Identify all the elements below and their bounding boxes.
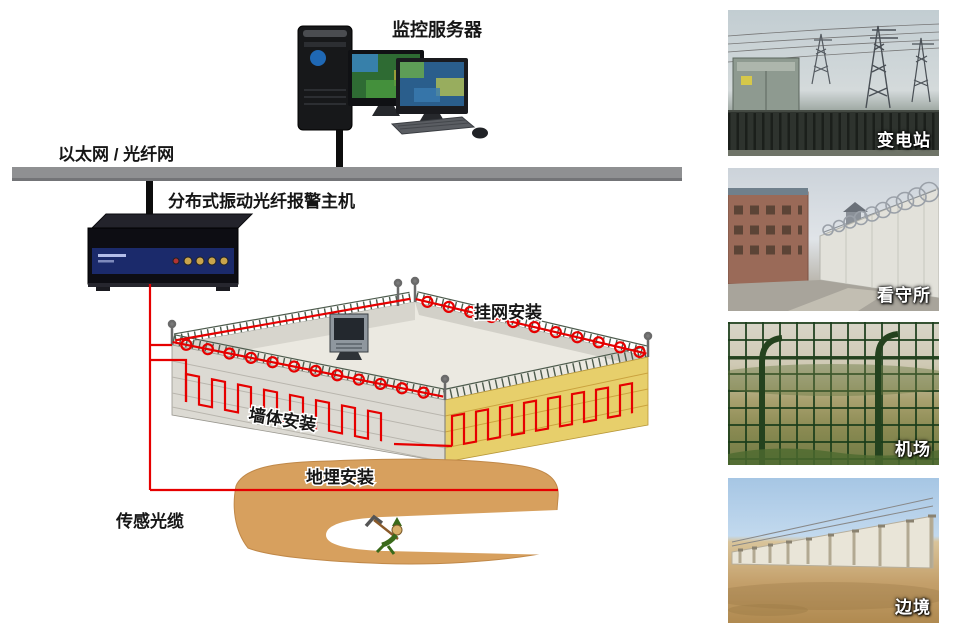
alarm-host-device [87, 213, 254, 291]
buried-install-label: 地埋安装 [306, 467, 374, 487]
host-label: 分布式振动光纤报警主机 [168, 191, 355, 211]
perimeter-wall-graphic [167, 276, 653, 463]
transformer-cabinet [732, 57, 800, 121]
keyboard-icon [390, 116, 476, 135]
application-photo-substation: 变电站 [728, 10, 939, 156]
cable-mesh-left-coils [172, 338, 444, 399]
cable-mesh-right-coils [415, 295, 647, 359]
substation-photo-graphic [728, 23, 939, 156]
fence-wires [731, 497, 934, 547]
transmission-tower-icon [911, 37, 934, 103]
mesh-install-label: 挂网安装 [474, 302, 542, 322]
server-to-bus-link [336, 130, 343, 168]
monitoring-server-graphic [297, 25, 488, 139]
substation-fence [728, 110, 939, 156]
tree-line [728, 364, 939, 396]
fence-posts [167, 276, 653, 400]
photo-label-detention-center: 看守所 [877, 286, 931, 305]
cable-back-left-run [175, 297, 411, 342]
bus-to-host-link [146, 181, 153, 215]
ground-cutaway-graphic [233, 458, 559, 565]
mouse-icon [472, 127, 488, 139]
photo-label-airport: 机场 [895, 440, 931, 459]
ground-strip [728, 150, 939, 156]
application-photo-airport: 机场 [728, 322, 939, 465]
diagram-labels: 监控服务器 以太网 / 光纤网 分布式振动光纤报警主机 挂网安装 墙体安装 地埋… [58, 19, 544, 531]
server-label: 监控服务器 [392, 19, 483, 40]
monitor-icon [396, 58, 468, 124]
cable-wave-yellow-wall [450, 381, 634, 447]
dirt-patch [728, 604, 808, 616]
sensing-cable-network [148, 284, 647, 492]
wall-mounted-cabinet [329, 313, 369, 360]
airport-photo-graphic [728, 331, 939, 465]
network-bus-bar-shadow [12, 178, 682, 181]
walkway [788, 288, 888, 311]
ground-shadow [728, 582, 939, 610]
fence-post [875, 331, 899, 465]
application-photo-detention-center: 看守所 [728, 168, 939, 311]
fence-post [759, 335, 783, 465]
system-diagram: 监控服务器 以太网 / 光纤网 分布式振动光纤报警主机 挂网安装 墙体安装 地埋… [12, 19, 682, 565]
network-label: 以太网 / 光纤网 [58, 144, 174, 164]
network-bus-bar [12, 167, 682, 181]
photo-label-border: 边境 [895, 598, 931, 617]
prison-photo-graphic [728, 181, 939, 311]
cable-corner-connector [393, 442, 453, 448]
brick-building [728, 188, 809, 285]
border-photo-graphic [728, 497, 939, 616]
grass-strip [728, 448, 939, 465]
transmission-tower-icon [865, 25, 898, 109]
razor-wire-coils [822, 181, 939, 236]
cable-wave-gray-wall [184, 372, 383, 442]
transmission-tower-icon [811, 33, 832, 85]
server-tower-icon [297, 25, 353, 131]
power-lines [728, 23, 939, 63]
cable-label: 传感光缆 [115, 511, 184, 531]
border-wall [731, 514, 936, 569]
digging-figure [364, 514, 403, 555]
photo-label-substation: 变电站 [877, 131, 931, 150]
application-photo-border: 边境 [728, 478, 939, 623]
